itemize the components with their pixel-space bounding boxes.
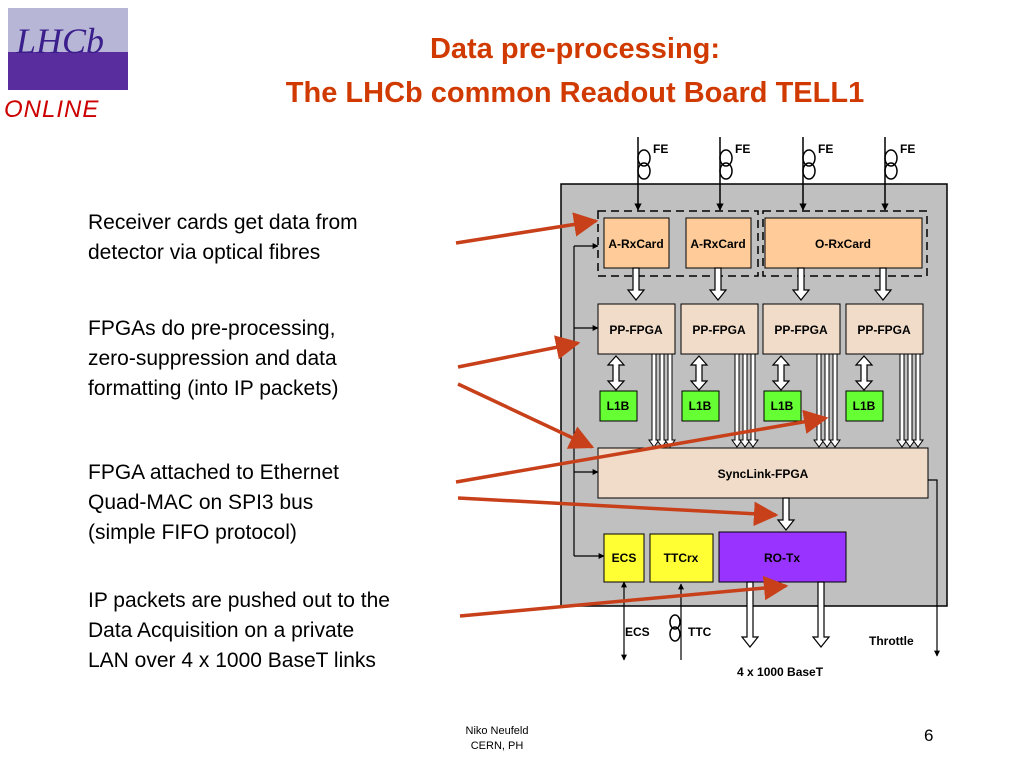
footer-author-block: Niko Neufeld CERN, PH xyxy=(442,724,552,754)
pointer-quad-mac-spi3 xyxy=(457,496,779,527)
page-number: 6 xyxy=(924,726,934,745)
baset-outputs xyxy=(740,581,831,648)
l1b-label-1: L1B xyxy=(607,399,630,413)
l1b-box-2 xyxy=(681,390,720,422)
rxcard-box-1 xyxy=(603,217,670,269)
logo-text-top: LHCb xyxy=(16,21,105,61)
lhcb-online-logo: LHCb ONLINE xyxy=(4,8,130,123)
fibre-4 xyxy=(881,137,898,211)
ecs-label: ECS xyxy=(612,551,637,565)
pp-l1b-arrows xyxy=(606,355,874,391)
bullet-fpgas: FPGAs do pre-processing, zero-suppressio… xyxy=(88,317,339,400)
rxcard-box-2 xyxy=(685,217,752,269)
logo-band xyxy=(8,52,128,90)
bullet-receiver-cards: Receiver cards get data from detector vi… xyxy=(88,211,358,264)
pp-to-synclink-bus xyxy=(648,353,924,448)
baset-label: 4 x 1000 BaseT xyxy=(737,665,824,679)
rxcard-label-1: A-RxCard xyxy=(608,237,663,251)
pp-fpga-label-4: PP-FPGA xyxy=(857,323,911,337)
pp-fpga-box-2 xyxy=(680,303,759,355)
bullet-quad-mac: FPGA attached to Ethernet Quad-MAC on SP… xyxy=(88,461,339,544)
l1b-box-1 xyxy=(599,390,638,422)
rxcard-label-3: O-RxCard xyxy=(815,237,871,251)
pointer-quad-mac-l1b xyxy=(455,409,829,484)
rxcard-label-2: A-RxCard xyxy=(690,237,745,251)
fe-label-1: FE xyxy=(653,142,668,156)
ttcrx-box xyxy=(649,533,714,583)
throttle-label: Throttle xyxy=(869,634,914,648)
fibre-1 xyxy=(634,137,651,211)
l1b-label-3: L1B xyxy=(771,399,794,413)
pointer-fpgas-synclink xyxy=(457,382,595,449)
l1b-box-4 xyxy=(845,390,884,422)
ttc-external-label: TTC xyxy=(688,625,712,639)
logo-text-bottom: ONLINE xyxy=(4,96,100,123)
footer-affiliation: CERN, PH xyxy=(470,740,524,752)
throttle-line xyxy=(928,479,940,657)
page-title: Data pre-processing: xyxy=(429,33,721,65)
synclink-fpga-box xyxy=(597,447,929,499)
fibre-2 xyxy=(716,137,733,211)
pointer-ip-packets xyxy=(459,575,789,618)
pointer-arrows xyxy=(455,212,829,618)
pointer-fpgas-pp xyxy=(457,335,581,369)
footer-author: Niko Neufeld xyxy=(465,725,529,737)
fe-label-3: FE xyxy=(818,142,833,156)
rotx-label: RO-Tx xyxy=(764,551,800,565)
pp-fpga-box-3 xyxy=(762,303,841,355)
rotx-box xyxy=(718,531,847,583)
ttcrx-label: TTCrx xyxy=(664,551,699,565)
pp-fpga-label-2: PP-FPGA xyxy=(692,323,746,337)
l1b-label-4: L1B xyxy=(853,399,876,413)
pp-fpga-label-3: PP-FPGA xyxy=(774,323,828,337)
synclink-fpga-label: SyncLink-FPGA xyxy=(718,467,809,481)
synclink-to-rotx-arrow xyxy=(776,497,796,531)
ecs-external-label: ECS xyxy=(625,625,650,639)
rx-to-pp-arrows xyxy=(626,267,893,301)
pp-fpga-label-1: PP-FPGA xyxy=(609,323,663,337)
mezzanine-outline-o xyxy=(762,210,928,277)
l1b-label-2: L1B xyxy=(689,399,712,413)
page-subtitle: The LHCb common Readout Board TELL1 xyxy=(285,77,865,109)
rxcard-box-3 xyxy=(764,217,923,269)
fe-label-2: FE xyxy=(735,142,750,156)
fibre-3 xyxy=(799,137,816,211)
bullet-ip-packets: IP packets are pushed out to the Data Ac… xyxy=(88,589,390,672)
l1b-box-3 xyxy=(763,390,802,422)
fe-label-4: FE xyxy=(900,142,915,156)
fe-fibres xyxy=(634,137,898,211)
pointer-receiver-cards xyxy=(455,212,599,245)
pp-fpga-box-4 xyxy=(845,303,924,355)
